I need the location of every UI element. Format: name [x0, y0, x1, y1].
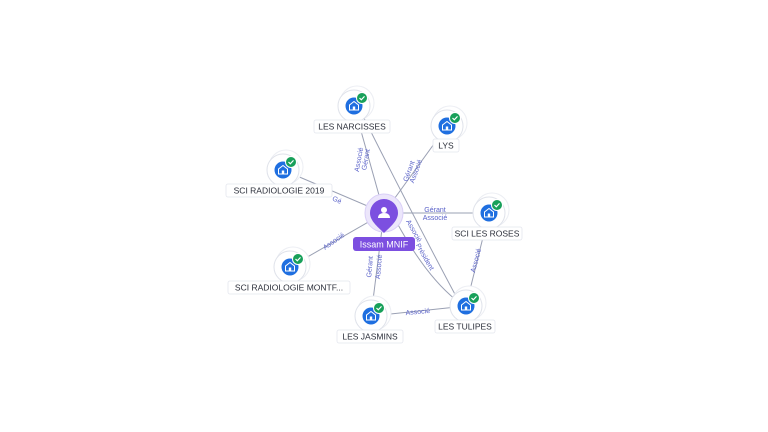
center-label: Issam MNIF [360, 240, 409, 250]
edge-label: Associé [423, 215, 448, 222]
company-node[interactable]: LYS [430, 105, 468, 153]
graph-edge [361, 113, 459, 301]
center-label-box [353, 237, 415, 251]
company-node[interactable]: LES NARCISSES [313, 85, 391, 134]
node-label: LYS [438, 141, 454, 151]
node-label-box [313, 119, 391, 134]
edge-label: Président [414, 243, 435, 272]
node-label: SCI RADIOLOGIE MONTF... [235, 283, 343, 293]
node-label-box [225, 183, 333, 198]
node-label-box [432, 138, 460, 153]
verified-check-icon [468, 292, 480, 304]
edge-label: Gérant [361, 149, 372, 171]
edge-label: Associé [470, 248, 483, 274]
node-label: SCI RADIOLOGIE 2019 [234, 186, 325, 196]
company-node[interactable]: SCI LES ROSES [451, 192, 523, 241]
verified-check-icon [491, 199, 503, 211]
node-label: LES NARCISSES [318, 122, 386, 132]
company-node[interactable]: LES TULIPES [434, 285, 496, 334]
edge-label: Associé [322, 232, 346, 252]
verified-check-icon [373, 302, 385, 314]
verified-check-icon [449, 112, 461, 124]
company-node[interactable]: SCI RADIOLOGIE 2019 [225, 149, 333, 198]
node-label: LES TULIPES [438, 322, 492, 332]
edge-label: Associé [405, 308, 430, 317]
node-label-box [336, 329, 404, 344]
node-label: LES JASMINS [342, 332, 398, 342]
company-node[interactable]: SCI RADIOLOGIE MONTF... [227, 246, 351, 295]
node-label-box [434, 319, 496, 334]
node-label-box [451, 226, 523, 241]
center-node[interactable]: Issam MNIF [353, 193, 415, 251]
edge-label: Associé [375, 254, 384, 279]
company-node[interactable]: LES JASMINS [336, 295, 404, 344]
node-label-box [227, 280, 351, 295]
node-label: SCI LES ROSES [455, 229, 520, 239]
edge-label: Gé [331, 195, 343, 205]
verified-check-icon [356, 92, 368, 104]
edge-label: Gérant [424, 207, 445, 214]
person-icon [378, 207, 390, 218]
verified-check-icon [292, 253, 304, 265]
edge-label: Gérant [366, 256, 375, 278]
verified-check-icon [285, 156, 297, 168]
graph-edge [395, 220, 457, 301]
edge-label: Associé [354, 147, 365, 172]
